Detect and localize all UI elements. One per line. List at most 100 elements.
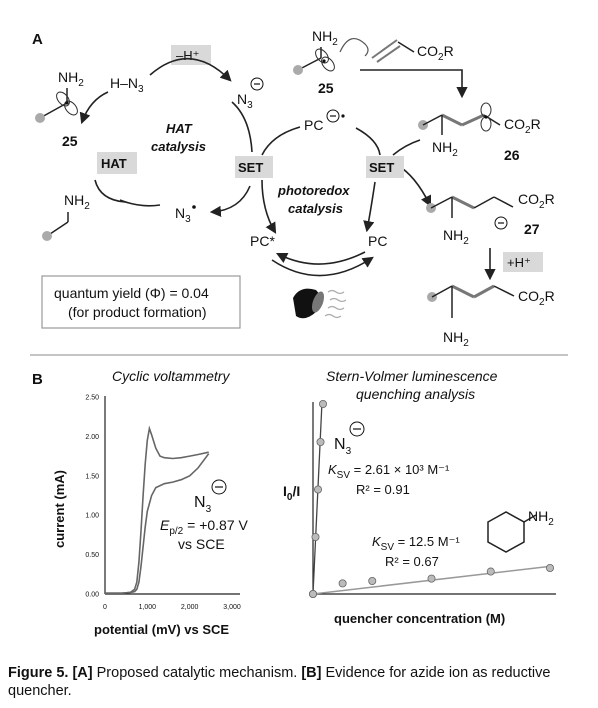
hat-arc-top xyxy=(149,57,232,82)
svg-text:NH2: NH2 xyxy=(312,28,338,48)
sv-amine-point xyxy=(368,577,377,586)
compound-25-top-number: 25 xyxy=(318,80,334,96)
svg-text:NH2: NH2 xyxy=(64,192,90,212)
photoredox-arc-right xyxy=(363,181,376,233)
cv-y-tick-label: 2.50 xyxy=(85,395,99,402)
set-right-box xyxy=(366,156,404,178)
sv-title-line1: Stern-Volmer luminescence xyxy=(326,368,498,384)
compound-25-left-number: 25 xyxy=(62,133,78,149)
caption-a-tag: [A] xyxy=(72,665,93,681)
cv-ep-label: Ep/2 = +0.87 V xyxy=(160,517,249,537)
light-source-icon xyxy=(293,288,347,319)
panel-b-label: B xyxy=(32,371,43,388)
cv-y-tick-label: 0.50 xyxy=(85,552,99,559)
svg-text:NH2: NH2 xyxy=(432,139,458,159)
cv-x-axis-label: potential (mV) vs SCE xyxy=(94,622,229,637)
hn3-label: H–N3 xyxy=(110,75,144,95)
photoredox-arc-upper-right xyxy=(355,127,381,156)
hat-arc-bottom-right xyxy=(209,185,251,217)
plus-h-label: +H⁺ xyxy=(507,255,531,270)
sv-title-line2: quenching analysis xyxy=(356,386,475,402)
cv-forward-scan xyxy=(105,425,209,594)
sv-y-axis-label: I0/I xyxy=(283,483,300,503)
sv-azide-point xyxy=(316,437,325,446)
pc-ground: PC xyxy=(368,233,387,249)
quantum-yield-box xyxy=(41,275,241,329)
cv-y-axis-label: current (mA) xyxy=(52,470,67,548)
photoredox-arc-upper-left xyxy=(261,126,301,156)
sv-amine-point xyxy=(308,590,317,599)
figure-caption: Figure 5. [A] Proposed catalytic mechani… xyxy=(8,664,590,700)
n3-anion-top: N3 xyxy=(237,91,253,111)
cv-x-tick-label: 3,000 xyxy=(223,604,241,611)
sv-amine-point xyxy=(338,579,347,588)
hat-box-label: HAT xyxy=(101,156,127,171)
compound-25-left-structure: NH2 xyxy=(35,69,84,123)
hat-catalysis-line2: catalysis xyxy=(151,139,206,154)
hat-arc-left xyxy=(79,91,109,125)
photoredox-line2: catalysis xyxy=(288,201,343,216)
excitation-arc-lower xyxy=(271,256,374,277)
pc-radical-anion: PC xyxy=(304,117,323,133)
quantum-yield-line2: (for product formation) xyxy=(68,304,207,320)
cv-x-ticks: 0 1,000 2,000 3,000 xyxy=(103,604,241,611)
cv-vs-sce: vs SCE xyxy=(178,536,225,552)
hat-catalysis-line1: HAT xyxy=(166,121,193,136)
sv-azide-point xyxy=(318,399,327,408)
caption-figure-label: Figure 5. xyxy=(8,665,69,681)
sv-amine-point xyxy=(427,574,436,583)
sv-chart xyxy=(308,399,556,599)
quantum-yield-line1: quantum yield (Φ) = 0.04 xyxy=(54,285,209,301)
photoredox-arc-left xyxy=(261,179,277,234)
hat-arc-bottom xyxy=(119,199,161,207)
svg-text:NH2: NH2 xyxy=(58,69,84,89)
sv-points xyxy=(308,399,555,599)
svg-text:NH2: NH2 xyxy=(528,508,554,528)
compound-26-structure: NH2 CO2R xyxy=(418,102,541,159)
acrylate-structure: CO2R xyxy=(371,39,454,63)
cv-y-tick-label: 1.50 xyxy=(85,473,99,480)
ksv-azide: KSV = 2.61 × 10³ M⁻¹ xyxy=(328,462,450,481)
compound-27-number: 27 xyxy=(524,221,540,237)
sv-x-axis-label: quencher concentration (M) xyxy=(334,611,505,626)
minus-h-label: –H⁺ xyxy=(176,48,199,63)
cv-y-tick-label: 0.00 xyxy=(85,592,99,599)
svg-text:CO2R: CO2R xyxy=(504,116,541,136)
cv-n3-label: N3 xyxy=(194,494,212,515)
sv-azide-point xyxy=(311,533,320,542)
r2-amine: R² = 0.67 xyxy=(385,554,439,569)
cyclohexylamine-structure: NH2 xyxy=(487,508,554,553)
product-structure: NH2 CO2R xyxy=(427,284,555,349)
cv-curves xyxy=(105,425,210,594)
amine-substrate-structure: NH2 xyxy=(42,192,90,241)
sv-amine-point xyxy=(486,567,495,576)
sv-n3-label: N3 xyxy=(334,436,352,457)
pc-star: PC* xyxy=(250,233,275,249)
set-from-26-arc xyxy=(392,139,421,156)
cv-x-tick-label: 1,000 xyxy=(139,604,157,611)
set-left-box xyxy=(235,156,273,178)
anion-charge-icon xyxy=(250,77,264,91)
n3-radical: N3 xyxy=(175,205,191,225)
hat-box xyxy=(97,152,137,174)
panel-a-label: A xyxy=(32,31,43,48)
radical-addition-curl xyxy=(339,37,369,57)
caption-b-text: Evidence for azide ion as reductive quen… xyxy=(8,665,551,699)
caption-b-tag: [B] xyxy=(301,665,322,681)
svg-text:CO2R: CO2R xyxy=(518,191,555,211)
svg-text:NH2: NH2 xyxy=(443,329,469,349)
compound-26-number: 26 xyxy=(504,147,520,163)
addition-arrow xyxy=(360,69,468,99)
cv-x-tick-label: 0 xyxy=(103,604,107,611)
caption-a-text: Proposed catalytic mechanism. xyxy=(92,665,302,681)
set-right-label: SET xyxy=(369,160,394,175)
svg-text:CO2R: CO2R xyxy=(417,43,454,63)
sv-azide-fit-line xyxy=(312,401,323,595)
cv-x-tick-label: 2,000 xyxy=(181,604,199,611)
cv-reverse-scan xyxy=(105,453,210,594)
set-left-label: SET xyxy=(238,160,263,175)
svg-text:NH2: NH2 xyxy=(443,227,469,247)
cv-y-ticks: 0.000.501.001.502.002.50 xyxy=(85,395,99,599)
